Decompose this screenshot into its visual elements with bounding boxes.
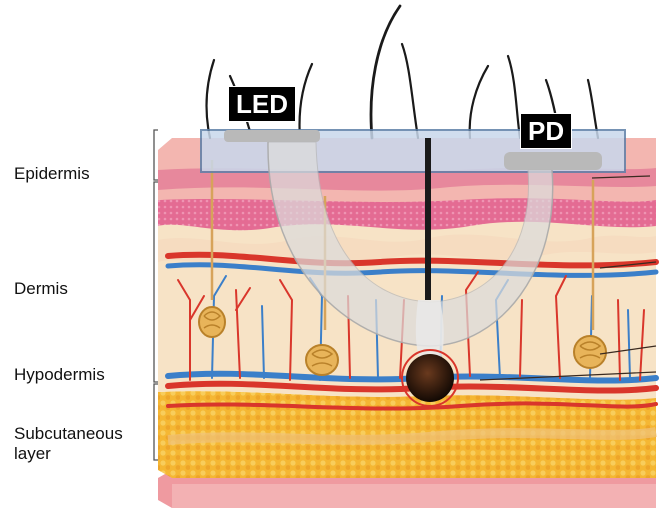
dermis-label: Dermis — [14, 279, 68, 299]
layer-brackets — [154, 130, 158, 460]
subcutaneous-layer-label: Subcutaneous layer — [14, 424, 164, 464]
pd-detector-pad — [504, 152, 602, 170]
led-emitter-pad — [224, 130, 320, 142]
hypodermis-label: Hypodermis — [14, 365, 105, 385]
led-label: LED — [228, 86, 296, 122]
epidermis-label: Epidermis — [14, 164, 90, 184]
pd-label: PD — [520, 113, 572, 149]
